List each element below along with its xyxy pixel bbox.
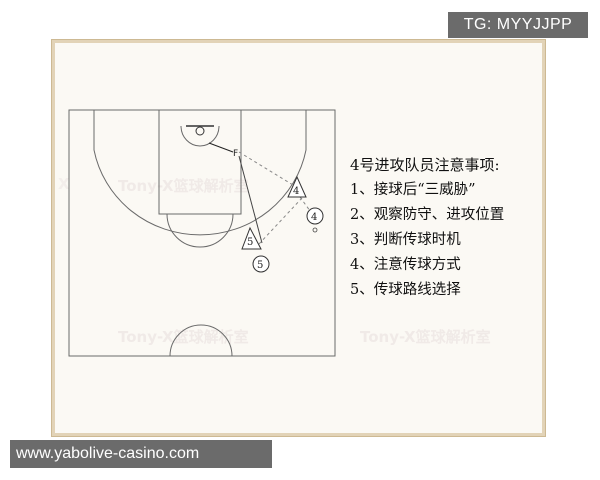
note-item: 2、观察防守、进攻位置	[350, 207, 505, 223]
court-boundary	[68, 109, 336, 357]
offense-player-5	[252, 255, 270, 273]
offense-player-5-label: 5	[257, 260, 263, 271]
note-item: 4、注意传球方式	[350, 257, 461, 273]
defender-5-label: 5	[247, 237, 253, 248]
notes-panel: 4号进攻队员注意事项: 1、接球后“三威胁” 2、观察防守、进攻位置 3、判断传…	[350, 153, 550, 303]
footer-url[interactable]: www.yabolive-casino.com	[10, 440, 272, 468]
defender-4	[287, 175, 307, 198]
offense-player-4-label: 4	[311, 212, 317, 223]
defender-4-label: 4	[293, 186, 299, 197]
ball-marker	[312, 227, 318, 233]
pass-path	[238, 151, 294, 186]
screener-label: F	[233, 149, 238, 159]
note-item: 1、接球后“三威胁”	[350, 182, 476, 198]
watermark: Tony-X篮球解析室	[118, 328, 249, 346]
note-item: 3、判断传球时机	[350, 232, 461, 248]
center-circle	[169, 324, 233, 357]
three-point-arc	[93, 110, 307, 236]
defender-5	[241, 226, 262, 250]
offense-player-4	[306, 207, 324, 225]
watermark: Tony-X篮球解析室	[360, 328, 491, 346]
pass-path	[258, 197, 303, 245]
corner-tag: TG: MYYJJPP	[448, 12, 588, 38]
free-throw-circle	[166, 213, 234, 248]
notes-title: 4号进攻队员注意事项:	[350, 156, 500, 174]
watermark: Tony-X篮球解析室	[118, 177, 249, 195]
screen-line	[208, 142, 234, 153]
note-item: 5、传球路线选择	[350, 282, 461, 298]
rim	[195, 126, 205, 136]
watermark: X	[58, 175, 70, 193]
diagram-frame	[51, 39, 546, 437]
cut-path	[238, 155, 263, 244]
restricted-arc	[180, 125, 220, 147]
